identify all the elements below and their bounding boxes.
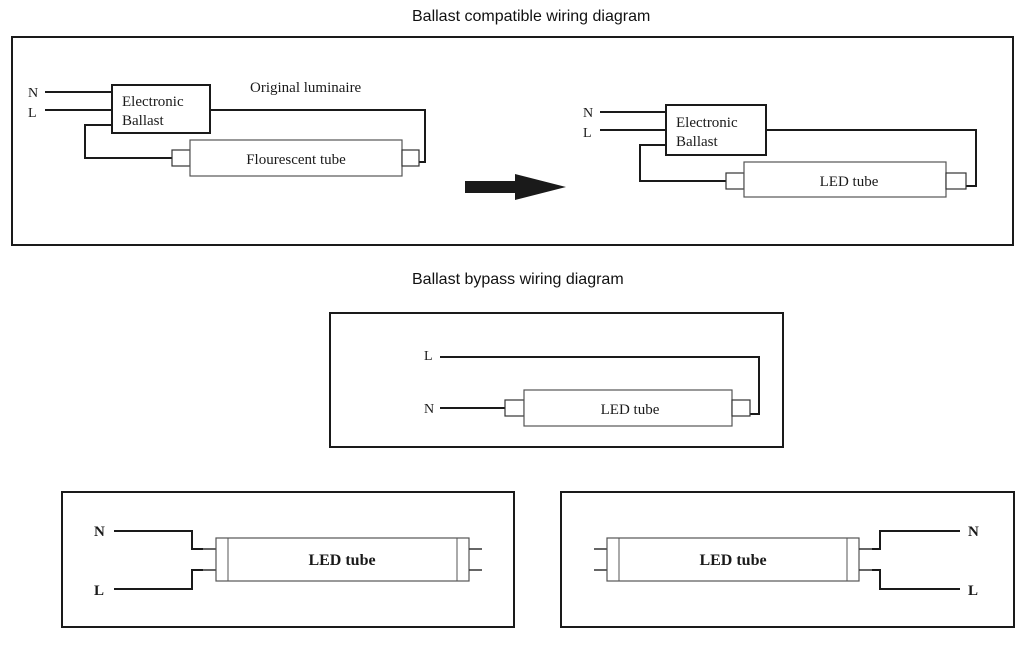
after-ballast-line2: Ballast	[676, 134, 718, 150]
before-right-wire	[210, 109, 426, 163]
left-double-end-diagram: N L LED tube	[94, 524, 482, 599]
right-n-wire	[872, 530, 960, 550]
bypass-right-frame	[560, 491, 1015, 628]
left-l-label: L	[94, 583, 104, 599]
after-ballast-line1: Electronic	[676, 115, 738, 131]
right-arrow-icon	[465, 174, 566, 200]
original-luminaire-diagram: N L Electronic Ballast Original luminair…	[28, 80, 426, 177]
original-luminaire-caption: Original luminaire	[250, 80, 362, 96]
bypass-diagram-title: Ballast bypass wiring diagram	[412, 271, 624, 288]
after-input-wires	[600, 111, 666, 131]
before-l-label: L	[28, 106, 37, 121]
bypass-single-end-frame	[329, 312, 784, 448]
single-end-bypass-diagram: L N LED tube	[424, 349, 760, 427]
single-tube-right-cap	[731, 399, 751, 417]
led-tube-single-end-label: LED tube	[601, 402, 660, 418]
left-tube-right-pins	[469, 548, 482, 571]
after-left-wire	[639, 144, 726, 182]
bypass-left-frame	[61, 491, 515, 628]
led-tube-right	[606, 537, 860, 582]
before-input-wires	[45, 91, 112, 111]
led-tube-left	[215, 537, 470, 582]
after-ballast-box	[665, 104, 767, 156]
led-with-ballast-diagram: N L Electronic Ballast LED tube	[583, 104, 977, 198]
after-right-wire	[766, 129, 977, 187]
right-l-wire	[872, 569, 960, 590]
fluorescent-tube	[189, 139, 403, 177]
before-tube-left-cap	[171, 149, 191, 167]
right-tube-right-pins	[859, 548, 872, 571]
left-n-wire	[114, 530, 203, 550]
before-ballast-box	[111, 84, 211, 134]
left-tube-left-pins	[203, 548, 216, 571]
before-left-wire	[84, 124, 172, 159]
after-tube-left-cap	[725, 172, 745, 190]
led-tube-after-label: LED tube	[820, 174, 879, 190]
after-l-label: L	[583, 126, 592, 141]
after-n-label: N	[583, 106, 593, 121]
single-tube-left-cap	[504, 399, 525, 417]
led-tube-left-label: LED tube	[308, 552, 375, 569]
before-ballast-line2: Ballast	[122, 113, 164, 129]
single-l-label: L	[424, 349, 433, 364]
led-tube-right-label: LED tube	[699, 552, 766, 569]
before-n-label: N	[28, 86, 38, 101]
right-tube-left-pins	[594, 548, 607, 571]
single-l-wire	[440, 356, 760, 415]
before-ballast-line1: Electronic	[122, 94, 184, 110]
right-double-end-diagram: N L LED tube	[594, 524, 979, 599]
left-n-label: N	[94, 524, 105, 540]
fluorescent-tube-label: Flourescent tube	[246, 152, 346, 168]
single-n-label: N	[424, 402, 434, 417]
after-tube-right-cap	[945, 172, 967, 190]
before-tube-right-cap	[401, 149, 420, 167]
compatible-diagram-title: Ballast compatible wiring diagram	[412, 8, 651, 25]
right-l-label: L	[968, 583, 978, 599]
led-tube-after	[743, 161, 947, 198]
compatible-panel-frame	[11, 36, 1014, 246]
right-n-label: N	[968, 524, 979, 540]
left-l-wire	[114, 569, 203, 590]
